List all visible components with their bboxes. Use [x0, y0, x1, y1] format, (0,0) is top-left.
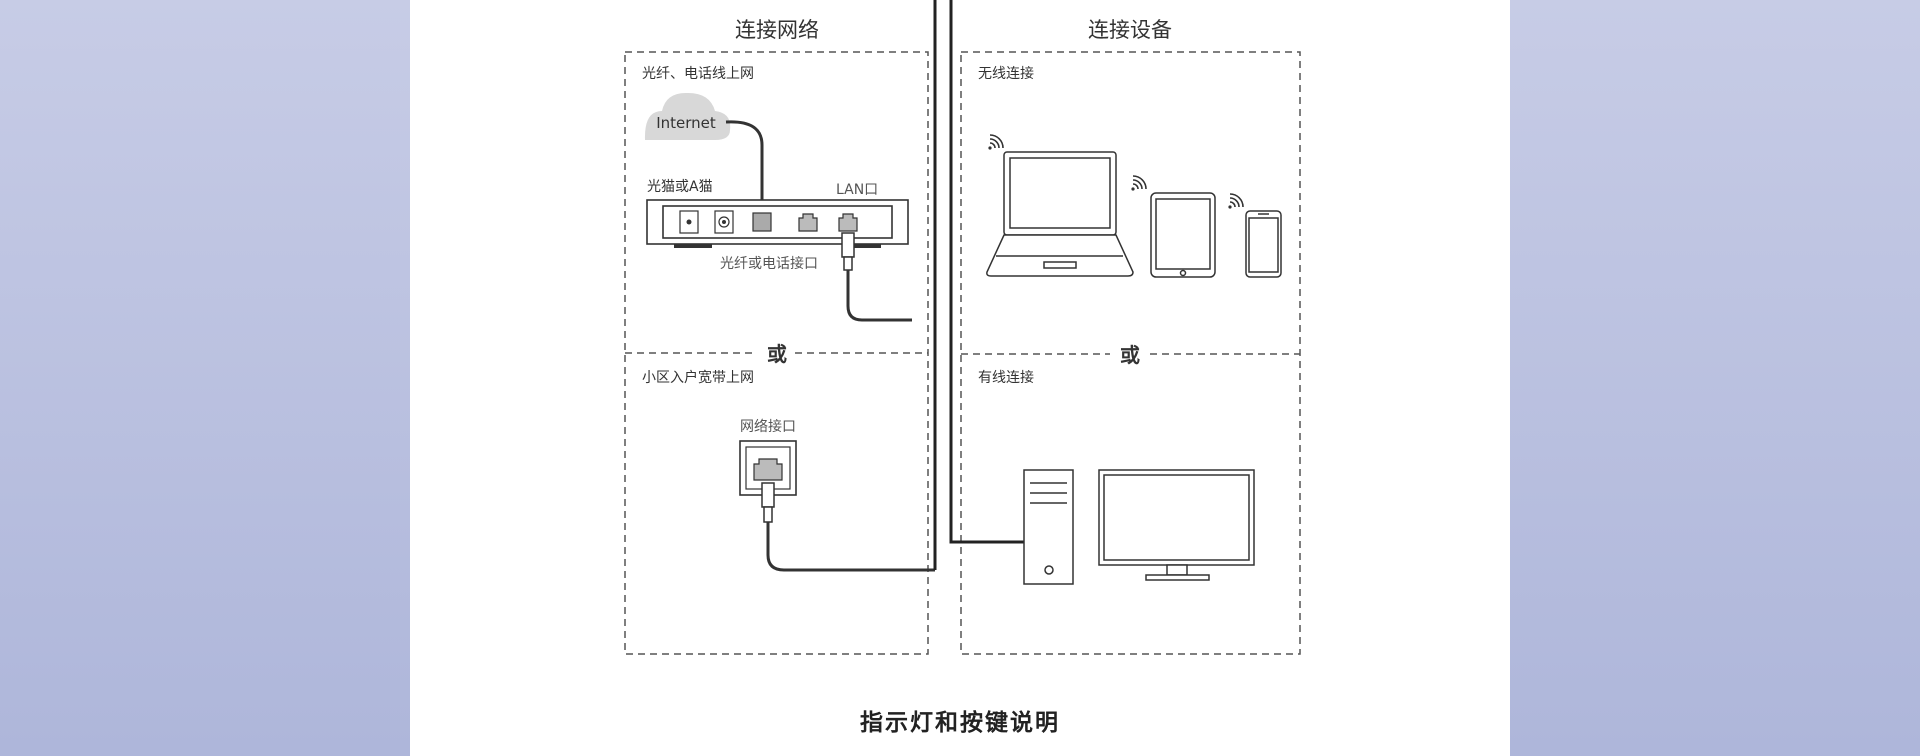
modem-device	[646, 199, 909, 248]
section-title: 指示灯和按键说明	[860, 710, 1060, 736]
modem-router-cable	[846, 270, 912, 322]
modem-label: 光猫或A猫	[647, 179, 713, 195]
internet-cloud-icon: Internet	[644, 92, 731, 140]
wifi-icon-laptop	[988, 134, 1004, 150]
lan-port-label: LAN口	[836, 182, 878, 198]
wall-port-label: 网络接口	[740, 418, 796, 435]
fiber-port-label: 光纤或电话接口	[720, 255, 818, 272]
internet-cable	[725, 120, 764, 215]
left-dashed-box	[624, 51, 929, 655]
right-dashed-box	[960, 51, 1301, 655]
wired-option-label: 有线连接	[978, 369, 1034, 386]
phone-icon	[1245, 210, 1282, 278]
or-label-left: 或	[767, 342, 787, 366]
wall-plug-icon	[761, 482, 775, 523]
wall-router-cable	[766, 522, 935, 572]
wifi-icon-phone	[1228, 193, 1244, 209]
wireless-option-label: 无线连接	[978, 65, 1034, 82]
router-link-line	[933, 0, 1024, 570]
wifi-icon-tablet	[1131, 175, 1147, 191]
or-label-right: 或	[1120, 343, 1140, 367]
left-panel-title: 连接网络	[735, 18, 819, 42]
desktop-tower-icon	[1023, 469, 1074, 585]
cloud-label: Internet	[656, 114, 716, 132]
monitor-icon	[1098, 469, 1255, 581]
right-panel-title: 连接设备	[1088, 18, 1172, 42]
connection-diagram: 连接网络 连接设备 或 或 光纤、电话线上网 小区入户宽带上网 无线连接 有线连…	[624, 0, 1301, 655]
lan-plug-icon	[841, 232, 855, 271]
laptop-icon	[986, 151, 1134, 277]
manual-page: 连接网络 连接设备 或 或 光纤、电话线上网 小区入户宽带上网 无线连接 有线连…	[410, 0, 1510, 756]
tablet-icon	[1150, 192, 1216, 278]
fiber-option-label: 光纤、电话线上网	[642, 66, 754, 82]
broadband-option-label: 小区入户宽带上网	[642, 369, 754, 386]
